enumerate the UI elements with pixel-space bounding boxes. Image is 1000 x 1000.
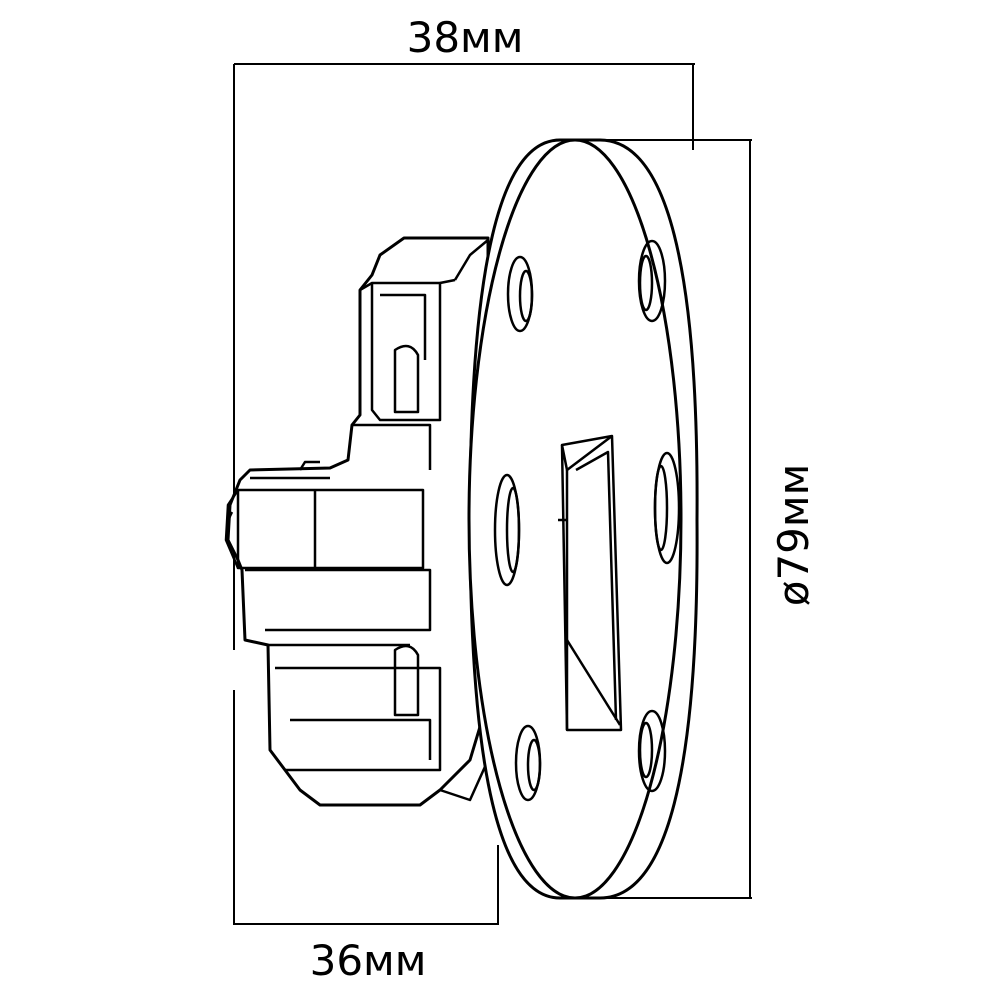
center-opening xyxy=(558,434,623,732)
dimension-label-flange-offset: 36мм xyxy=(310,936,427,985)
dimension-label-overall-length: 38мм xyxy=(407,13,524,62)
dimension-label-flange-diameter: ø79мм xyxy=(769,464,818,607)
flange xyxy=(467,138,699,900)
hub-body xyxy=(224,236,490,807)
